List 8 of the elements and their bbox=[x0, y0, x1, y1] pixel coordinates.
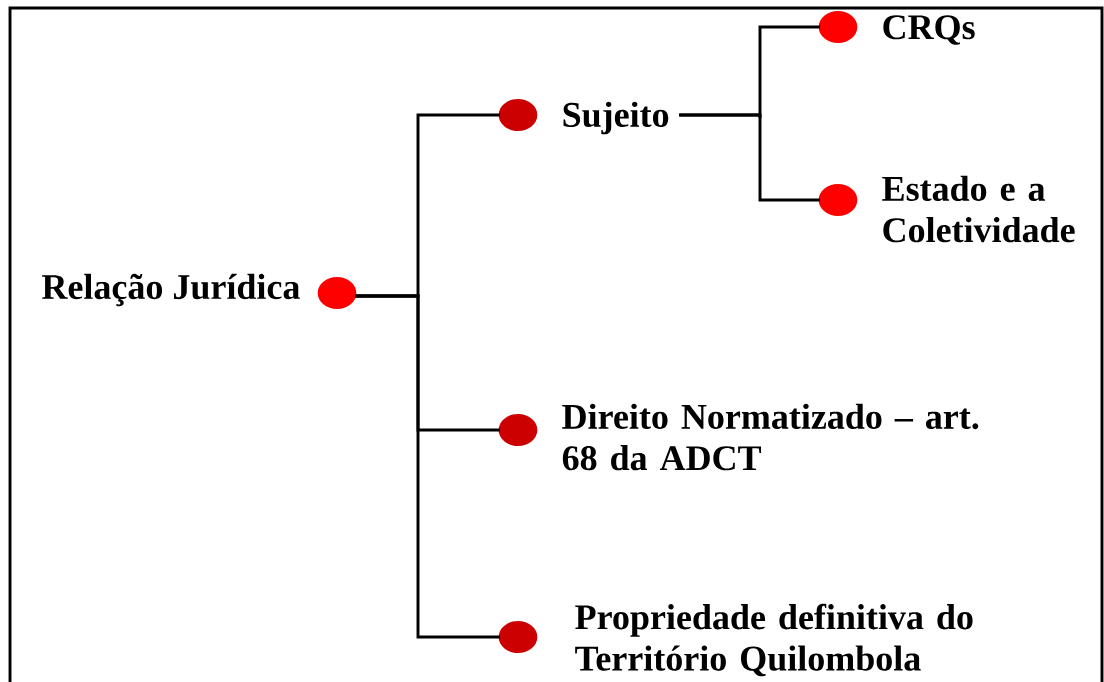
branch-label: Sujeito bbox=[563, 101, 669, 135]
connector-line bbox=[679, 25, 820, 120]
branch-label: Propriedade definitiva do Território Quilombola bbox=[575, 603, 973, 677]
branch-label: Relação Jurídica bbox=[42, 273, 300, 307]
branch-label: Estado e a Coletividade bbox=[882, 175, 1075, 243]
connector-line bbox=[355, 113, 500, 298]
branch-label: Direito Normatizado – art. 68 da ADCT bbox=[562, 403, 979, 471]
branch-label: CRQs bbox=[883, 15, 975, 45]
